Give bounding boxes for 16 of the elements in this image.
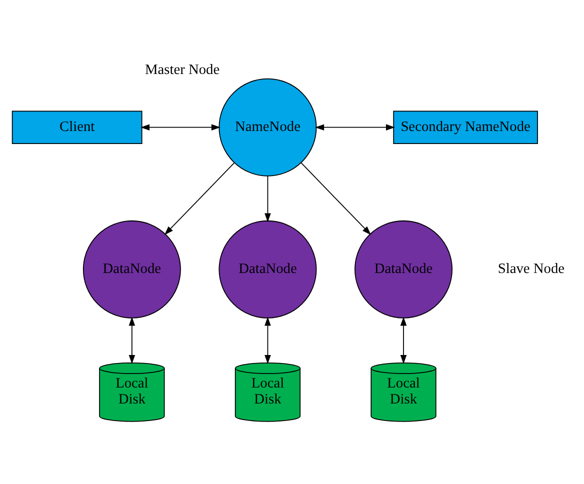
arrow (140, 124, 220, 130)
node-circle: NameNode (218, 78, 317, 176)
node-box: Client (12, 110, 142, 144)
node-circle: DataNode (82, 220, 181, 318)
arrow (315, 124, 395, 130)
arrow (400, 316, 407, 364)
arrow (128, 316, 136, 364)
arrow (164, 162, 235, 235)
arrow (300, 162, 372, 235)
node-label: Master Node (144, 62, 220, 78)
arrow (264, 176, 271, 222)
node-circle: DataNode (354, 220, 453, 318)
node-circle: DataNode (218, 220, 317, 318)
label: Slave Node (498, 260, 565, 277)
arrow (264, 316, 271, 364)
node-box: Secondary NameNode (393, 110, 538, 144)
